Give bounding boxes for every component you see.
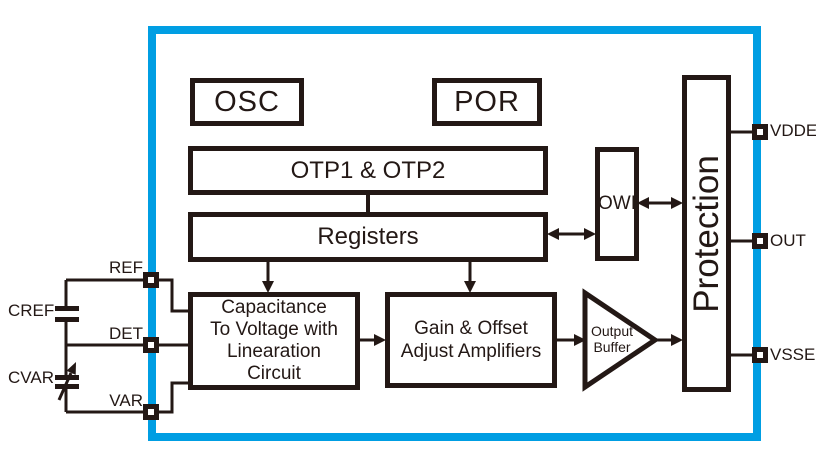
cvar-label: CVAR	[8, 368, 54, 387]
pin-label-vsse: VSSE	[770, 345, 816, 364]
cref-label: CREF	[8, 301, 55, 320]
block-por: POR	[432, 78, 542, 126]
block-gain-offset-amplifiers-label: Gain & Offset Adjust Amplifiers	[400, 318, 542, 362]
pin-label-var: VAR	[109, 391, 143, 410]
block-otp: OTP1 & OTP2	[188, 146, 548, 195]
cvar-arrowhead	[66, 362, 76, 375]
block-protection-label: Protection	[686, 154, 726, 313]
cvar-capacitor-icon	[55, 375, 79, 389]
block-por-label: POR	[454, 85, 520, 118]
cref-capacitor-icon	[55, 306, 79, 322]
block-otp-label: OTP1 & OTP2	[290, 156, 446, 184]
pin-label-ref: REF	[109, 258, 143, 277]
block-registers-label: Registers	[317, 223, 419, 250]
block-capacitance-to-voltage: Capacitance To Voltage with Linearation …	[188, 292, 360, 390]
block-owi: OWI	[595, 147, 639, 261]
block-capacitance-to-voltage-label: Capacitance To Voltage with Linearation …	[210, 297, 338, 384]
pin-label-det: DET	[109, 324, 143, 343]
block-protection: Protection	[682, 75, 731, 392]
pin-label-vdde: VDDE	[770, 121, 816, 140]
output-buffer-label: Output Buffer	[590, 323, 634, 355]
cvar-arrow-shaft	[57, 372, 73, 401]
block-registers: Registers	[188, 212, 548, 262]
pin-label-out: OUT	[770, 231, 806, 250]
block-osc: OSC	[190, 78, 304, 126]
block-gain-offset-amplifiers: Gain & Offset Adjust Amplifiers	[385, 292, 557, 388]
block-owi-label: OWI	[598, 193, 636, 214]
block-osc-label: OSC	[214, 85, 280, 118]
